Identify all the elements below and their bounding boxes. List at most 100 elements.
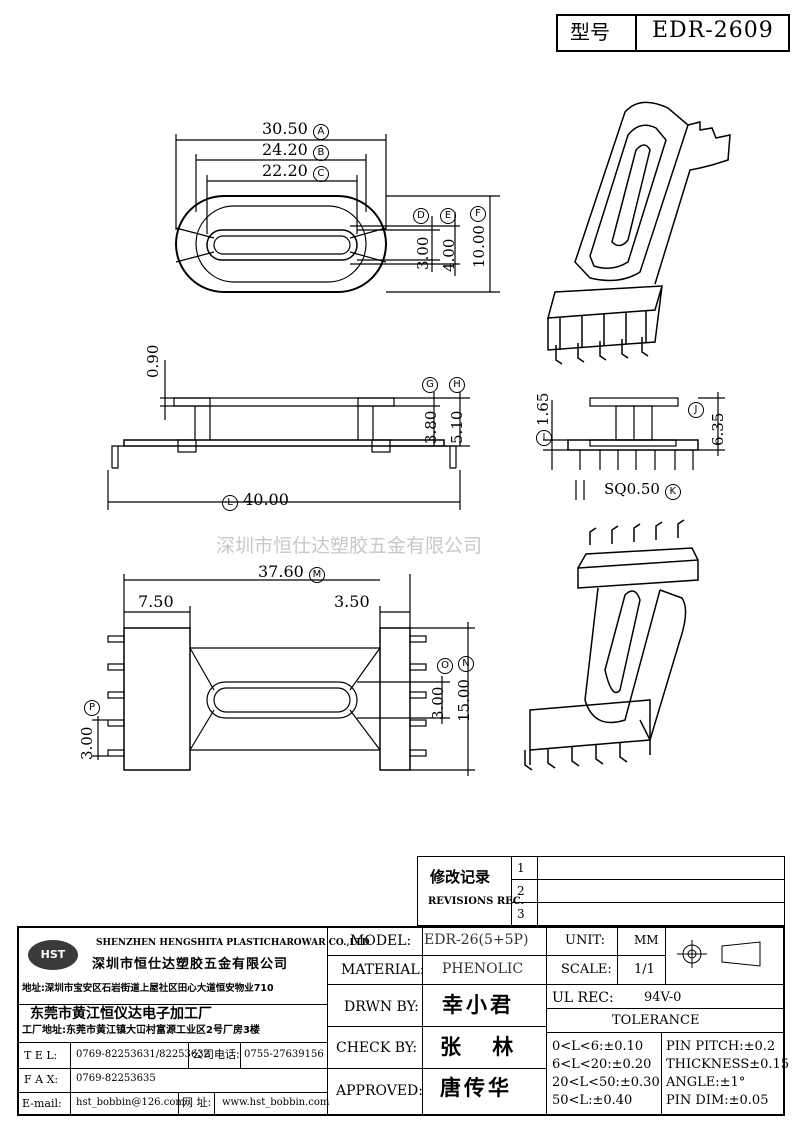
ul-label: UL REC: [552, 990, 614, 1006]
check-value: 张 林 [440, 1035, 526, 1059]
rev-mark-2: 2 [517, 884, 525, 898]
dim-d-letter: D [413, 208, 429, 224]
company-name-cn: 深圳市恒仕达塑胶五金有限公司 [92, 957, 289, 972]
scale-value: 1/1 [634, 962, 655, 977]
dim-o-value: 3.00 [429, 686, 447, 720]
table-hline-2 [327, 984, 785, 985]
material-value: PHENOLIC [442, 961, 524, 977]
dim-l: L 40.00 [222, 492, 289, 511]
table-vline-value [422, 926, 423, 1116]
table-hline-4 [327, 1026, 546, 1027]
factory-name: 东莞市黄江恒仪达电子加工厂 [30, 1006, 212, 1022]
company-hline-4 [17, 1092, 327, 1093]
model-header-box [556, 14, 790, 52]
dim-a: 30.50 A [262, 121, 329, 140]
table-vline-tol [661, 1032, 662, 1116]
approved-label: APPROVED: [336, 1083, 423, 1099]
model-value: EDR-26(5+5P) [424, 932, 529, 948]
dim-b-letter: B [312, 145, 329, 161]
dim-h2-value: 5.10 [448, 410, 466, 444]
dim-k-letter: K [664, 484, 681, 500]
dim-f-value: 10.00 [470, 225, 488, 268]
dim-g-value: 0.90 [144, 344, 162, 378]
iso-view-bottom [524, 519, 699, 771]
tel-label: T E L: [24, 1049, 58, 1062]
dim-c: 22.20 C [262, 163, 329, 182]
web-value: www.hst_bobbin.com [222, 1097, 330, 1108]
factory-address: 工厂地址:东莞市黄江镇大冚村富源工业区2号厂房3楼 [22, 1025, 260, 1036]
rev-divider-1 [511, 856, 512, 926]
tol-1: 0<L<6:±0.10 [552, 1039, 644, 1054]
company-vline-2 [188, 1042, 189, 1068]
dim-c-letter: C [312, 166, 329, 182]
tol-3: 20<L<50:±0.30 [552, 1075, 660, 1090]
fax-label: F A X: [24, 1073, 59, 1086]
unit-value: MM [634, 933, 659, 947]
email-value: hst_bobbin@126.com [76, 1097, 185, 1108]
approved-value: 唐传华 [440, 1076, 512, 1100]
dim-h-value: 3.80 [422, 410, 440, 444]
dim-j-value: 6.35 [709, 412, 727, 446]
tol2-4: PIN DIM:±0.05 [666, 1093, 769, 1108]
dim-p-value: 3.00 [78, 726, 96, 760]
side-view [107, 360, 470, 510]
dim-b: 24.20 B [262, 142, 329, 161]
model-label: MODEL: [350, 933, 412, 949]
web-label: 网 址: [182, 1096, 212, 1109]
dim-i-value: 1.65 [534, 392, 552, 426]
rev-hline-1 [511, 879, 785, 880]
rev-mark-1: 1 [517, 861, 525, 875]
logo-text: HST [40, 948, 66, 961]
tel-value: 0769-82253631/82253632 [76, 1049, 210, 1060]
dim-n-value: 15.00 [455, 679, 473, 722]
email-label: E-mail: [22, 1097, 62, 1110]
rev-mark-3: 3 [517, 907, 525, 921]
dim-j-letter: J [688, 402, 704, 418]
tol2-1: PIN PITCH:±0.2 [666, 1039, 776, 1054]
dim-o-letter: O [437, 658, 453, 674]
main-table [17, 926, 785, 1116]
table-vline-company [327, 926, 328, 1116]
table-hline-3 [546, 1008, 785, 1009]
scale-label: SCALE: [561, 962, 612, 977]
dim-g-letter: G [422, 377, 438, 393]
dim-p-letter: P [84, 700, 100, 716]
company-hline-3 [17, 1068, 327, 1069]
material-label: MATERIAL: [341, 962, 425, 978]
check-label: CHECK BY: [336, 1040, 418, 1056]
company-hline-2 [17, 1042, 327, 1043]
company-vline-4 [178, 1092, 179, 1116]
table-vline-right [546, 926, 547, 1116]
table-hline-1 [327, 955, 666, 956]
dim-a-letter: A [312, 124, 329, 140]
dim-m-value: 37.60 [258, 562, 304, 581]
company-vline-1 [70, 1042, 71, 1116]
dim-d-value: 3.00 [414, 236, 432, 270]
dim-a-value: 30.50 [262, 119, 308, 138]
technical-drawing [92, 101, 731, 776]
rev-hline-2 [511, 902, 785, 903]
company-vline-3 [240, 1042, 241, 1068]
fax-value: 0769-82253635 [76, 1073, 156, 1084]
tol-2: 6<L<20:±0.20 [552, 1057, 652, 1072]
dim-e-value: 4.00 [440, 238, 458, 272]
dim-m: 37.60 M [258, 564, 325, 583]
revisions-title-cn: 修改记录 [430, 868, 491, 886]
dim-i-letter: I [536, 430, 552, 446]
dim-k-value: SQ0.50 [604, 480, 660, 498]
dim-e-letter: E [440, 208, 456, 224]
company-address: 地址:深圳市宝安区石岩街道上屋社区田心大道恒安物业710 [22, 983, 274, 994]
model-header-label: 型号 [570, 20, 610, 44]
drawn-label: DRWN BY: [344, 999, 419, 1015]
dim-k: SQ0.50 K [604, 482, 681, 500]
dim-b-value: 24.20 [262, 140, 308, 159]
end-view [543, 392, 725, 500]
dim-m-letter: M [308, 567, 325, 583]
phone-label: 公司电话: [192, 1048, 240, 1061]
model-header-divider [635, 14, 637, 52]
projection-symbol-icon [677, 940, 761, 968]
tol2-3: ANGLE:±1° [666, 1075, 746, 1090]
dim-right-width: 3.50 [334, 592, 370, 611]
table-hline-6 [327, 1068, 546, 1069]
